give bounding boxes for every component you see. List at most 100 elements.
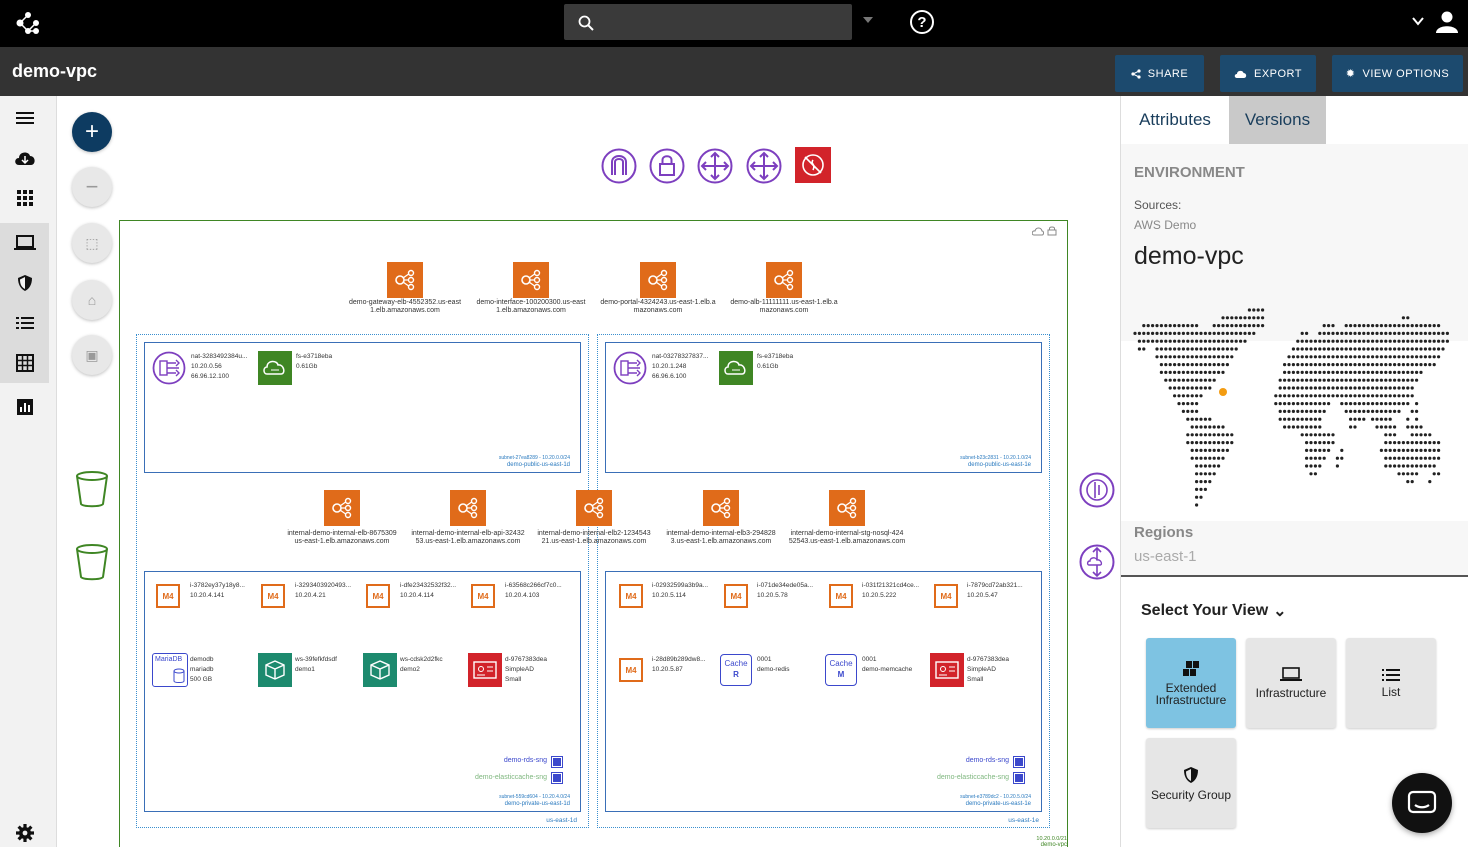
nat-public-ip: 66.96.12.100 xyxy=(191,373,229,380)
ec2-instance-icon[interactable]: M4 xyxy=(931,581,961,611)
vpc-container[interactable] xyxy=(119,220,1068,847)
ec2-instance-icon[interactable]: M4 xyxy=(468,581,498,611)
ec2-instance-icon[interactable]: M4 xyxy=(258,581,288,611)
view-security-group[interactable]: Security Group xyxy=(1146,738,1236,828)
tab-versions[interactable]: Versions xyxy=(1229,96,1326,144)
laptop-icon[interactable] xyxy=(0,223,49,263)
az-container-1d[interactable] xyxy=(136,334,589,828)
settings-gear-icon[interactable] xyxy=(0,813,49,853)
fs-size: 0.61Gb xyxy=(757,363,779,370)
router-icon[interactable] xyxy=(746,148,782,184)
cube-icon[interactable]: ⬚ xyxy=(72,223,112,263)
s3-bucket-icon[interactable] xyxy=(75,470,109,508)
load-balancer-icon[interactable] xyxy=(703,490,739,526)
nat-gateway-icon[interactable] xyxy=(152,351,186,385)
load-balancer-icon[interactable] xyxy=(640,262,676,298)
add-button[interactable]: + xyxy=(72,112,112,152)
security-group-icon[interactable] xyxy=(1013,772,1025,784)
shield-icon[interactable] xyxy=(0,263,49,303)
layer-icon[interactable]: ▣ xyxy=(72,335,112,375)
view-extended-infrastructure[interactable]: Extended Infrastructure xyxy=(1146,638,1236,728)
vpn-gateway-icon[interactable] xyxy=(649,148,685,184)
share-button[interactable]: SHARE xyxy=(1115,55,1204,92)
security-group-icon[interactable] xyxy=(551,756,563,768)
load-balancer-icon[interactable] xyxy=(324,490,360,526)
top-bar: ? xyxy=(0,0,1468,47)
app-logo-icon[interactable] xyxy=(14,10,42,36)
environment-section xyxy=(1121,144,1468,341)
export-button[interactable]: EXPORT xyxy=(1220,55,1316,92)
instance-id: i-3782ey37y18y8... xyxy=(190,582,245,589)
transit-gateway-icon[interactable] xyxy=(1079,544,1115,580)
s3-bucket-icon[interactable] xyxy=(75,543,109,581)
efs-icon[interactable] xyxy=(258,351,292,385)
region-marker[interactable] xyxy=(1219,388,1227,396)
load-balancer-icon[interactable] xyxy=(766,262,802,298)
endpoint-icon[interactable] xyxy=(1079,472,1115,508)
instance-id: i-dfe23432532f32... xyxy=(400,582,457,589)
load-balancer-icon[interactable] xyxy=(829,490,865,526)
workspace-user: demo2 xyxy=(400,666,420,673)
regions-label: Regions xyxy=(1134,524,1194,541)
az-container-1e[interactable] xyxy=(597,334,1050,828)
search-input[interactable] xyxy=(564,4,852,40)
ec2-instance-icon[interactable]: M4 xyxy=(721,581,751,611)
rds-mariadb-icon[interactable]: MariaDB xyxy=(152,653,188,687)
security-group-icon[interactable] xyxy=(1013,756,1025,768)
view-options-button[interactable]: ✹ VIEW OPTIONS xyxy=(1332,55,1463,92)
report-chart-icon[interactable] xyxy=(0,387,49,427)
zoom-out-button[interactable]: − xyxy=(72,167,112,207)
chevron-down-icon[interactable] xyxy=(1412,17,1424,26)
shield-icon xyxy=(1184,766,1198,783)
waf-icon[interactable] xyxy=(795,147,831,183)
list-icon[interactable] xyxy=(0,303,49,343)
ec2-instance-icon[interactable]: M4 xyxy=(616,581,646,611)
environment-name: demo-vpc xyxy=(1134,242,1244,270)
directory-service-icon[interactable] xyxy=(930,653,964,687)
public-subnet-1e[interactable] xyxy=(605,342,1042,473)
diagram-canvas[interactable]: + − ⬚ ⌂ ▣ 10.20.0.0/21 demo-vpc us-east-… xyxy=(57,96,1120,847)
vpc-cidr: 10.20.0.0/21 xyxy=(1036,836,1067,842)
chat-launcher-icon[interactable] xyxy=(1392,773,1452,833)
ec2-instance-icon[interactable]: M4 xyxy=(826,581,856,611)
workspace-icon[interactable] xyxy=(258,653,292,687)
tab-attributes[interactable]: Attributes xyxy=(1139,110,1211,129)
search-dropdown-icon[interactable] xyxy=(863,17,873,23)
load-balancer-icon[interactable] xyxy=(513,262,549,298)
menu-icon[interactable] xyxy=(0,98,49,138)
load-balancer-icon[interactable] xyxy=(576,490,612,526)
security-group-icon[interactable] xyxy=(551,772,563,784)
table-icon[interactable] xyxy=(0,343,49,383)
user-avatar-icon[interactable] xyxy=(1435,10,1459,34)
ec2-instance-icon[interactable]: M4 xyxy=(363,581,393,611)
private-subnet-1d[interactable] xyxy=(144,571,581,812)
view-infrastructure[interactable]: Infrastructure xyxy=(1246,638,1336,728)
select-view-dropdown[interactable]: Select Your View⌄ xyxy=(1141,602,1287,620)
apps-grid-icon[interactable] xyxy=(0,178,49,218)
gear-icon: ✹ xyxy=(1345,68,1356,80)
public-subnet-1d[interactable] xyxy=(144,342,581,473)
share-label: SHARE xyxy=(1147,67,1189,80)
divider xyxy=(1121,575,1468,577)
load-balancer-icon[interactable] xyxy=(387,262,423,298)
az-label: us-east-1e xyxy=(1008,817,1039,824)
group-icon[interactable]: ⌂ xyxy=(72,280,112,320)
nat-gateway-icon[interactable] xyxy=(613,351,647,385)
efs-icon[interactable] xyxy=(719,351,753,385)
directory-service-icon[interactable] xyxy=(468,653,502,687)
security-group-label: demo-rds-sng xyxy=(503,757,547,764)
private-subnet-1e[interactable] xyxy=(605,571,1042,812)
load-balancer-icon[interactable] xyxy=(450,490,486,526)
sources-label: Sources: xyxy=(1134,198,1182,212)
help-icon[interactable]: ? xyxy=(910,10,934,34)
internet-gateway-icon[interactable] xyxy=(601,148,637,184)
view-list[interactable]: List xyxy=(1346,638,1436,728)
cloud-download-icon[interactable] xyxy=(0,138,49,178)
ec2-instance-icon[interactable]: M4 xyxy=(616,655,646,685)
cloud-upload-icon xyxy=(1234,70,1247,78)
workspace-icon[interactable] xyxy=(363,653,397,687)
ec2-instance-icon[interactable]: M4 xyxy=(153,581,183,611)
router-icon[interactable] xyxy=(697,148,733,184)
